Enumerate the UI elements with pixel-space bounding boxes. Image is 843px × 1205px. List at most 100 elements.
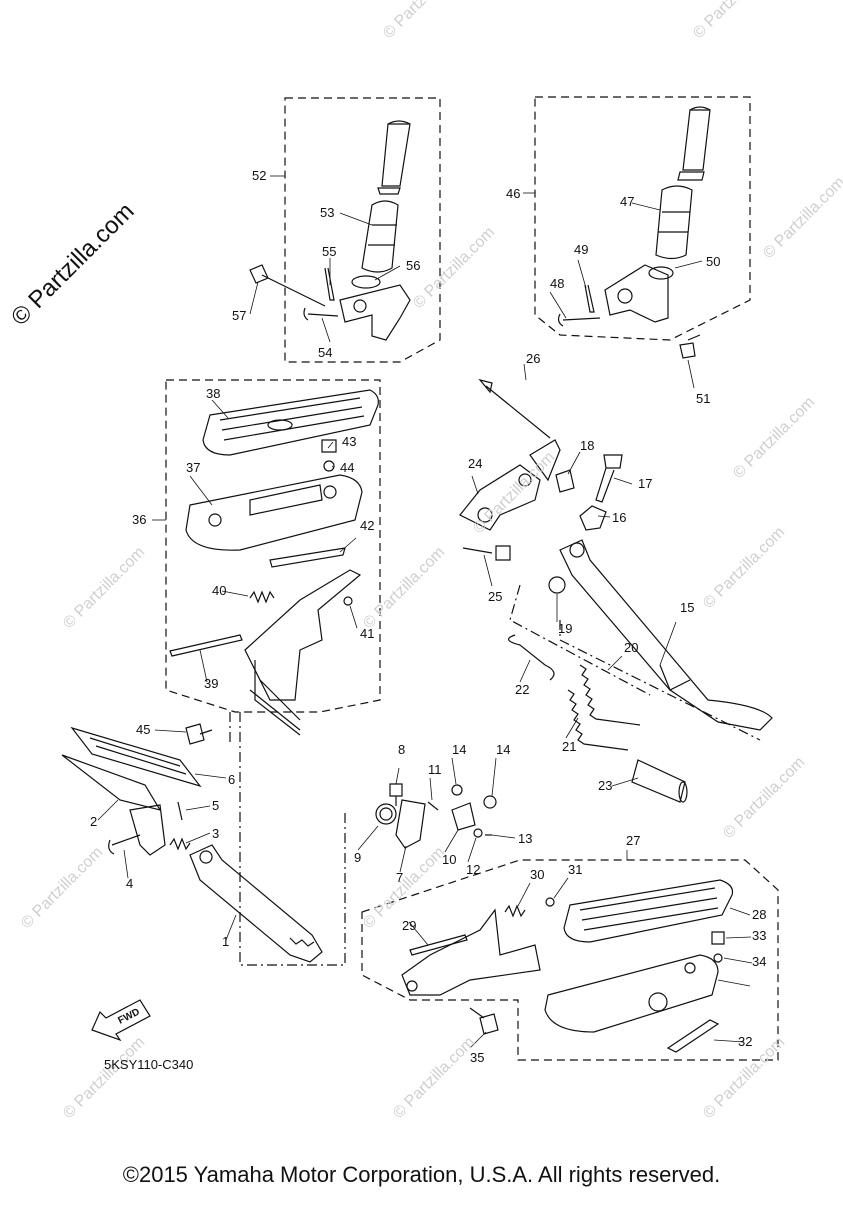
callout-29: 29 (402, 918, 416, 933)
callout-23: 23 (598, 778, 612, 793)
bracket-7 (395, 799, 426, 849)
board-28 (544, 954, 719, 1033)
callout-53: 53 (320, 205, 334, 220)
spring-3 (169, 837, 191, 851)
copyright-notice: ©2015 Yamaha Motor Corporation, U.S.A. A… (122, 1162, 721, 1187)
callout-44: 44 (340, 460, 354, 475)
bolt-11 (427, 801, 439, 811)
callout-8: 8 (398, 742, 405, 757)
bolt-58 (249, 264, 326, 307)
pad-29 (563, 879, 734, 943)
fwd-label: FWD (116, 1007, 141, 1027)
bracket-2 (129, 804, 166, 856)
callout-42: 42 (360, 518, 374, 533)
callout-49: 49 (574, 242, 588, 257)
callout-35: 35 (470, 1050, 484, 1065)
nut-14a (451, 784, 463, 796)
callout-16: 16 (612, 510, 626, 525)
bolt-17 (595, 454, 623, 503)
callout-43: 43 (342, 434, 356, 449)
spring-21 (567, 689, 629, 751)
callout-52: 52 (252, 168, 266, 183)
callout-10: 10 (442, 852, 456, 867)
spring-9 (375, 803, 397, 825)
callout-41: 41 (360, 626, 374, 641)
callout-21: 21 (562, 739, 576, 754)
stay-43 (269, 547, 346, 568)
bolt-8 (389, 783, 403, 806)
bracket-27 (401, 908, 541, 996)
spring-20 (579, 664, 641, 726)
sidestand-15 (559, 539, 773, 731)
callout-17: 17 (638, 476, 652, 491)
callout-6: 6 (228, 772, 235, 787)
bracket-10 (451, 802, 476, 831)
callout-3: 3 (212, 826, 219, 841)
pin-4 (108, 834, 141, 855)
pin-5 (177, 801, 183, 821)
shaft-40 (169, 634, 243, 657)
nut-14b (483, 795, 497, 809)
bolt-26 (478, 378, 551, 439)
fwd-arrow (91, 999, 151, 1042)
callout-39: 39 (204, 676, 218, 691)
callout-33: 33 (752, 928, 766, 943)
screw-44 (321, 439, 337, 453)
bracket-24 (459, 439, 561, 531)
sidestand-leader (509, 584, 761, 741)
group-box-53 (284, 97, 441, 363)
callout-18: 18 (580, 438, 594, 453)
callout-55: 55 (322, 244, 336, 259)
bolt-25 (462, 545, 511, 561)
bolt-52 (679, 334, 701, 359)
plate-2 (61, 754, 162, 811)
callout-4: 4 (126, 876, 133, 891)
callout-45: 45 (136, 722, 150, 737)
callout-22: 22 (515, 682, 529, 697)
callout-25: 25 (488, 589, 502, 604)
bolt-36 (469, 1007, 499, 1035)
stay-33 (666, 1019, 720, 1053)
callout-14: 14 (452, 742, 466, 757)
callout-34: 34 (752, 954, 766, 969)
spring-31 (504, 904, 526, 918)
callout-31: 31 (568, 862, 582, 877)
callout-1: 1 (222, 934, 229, 949)
callout-5: 5 (212, 798, 219, 813)
washer-35 (713, 953, 723, 963)
ball-16 (579, 505, 607, 531)
callout-12: 12 (466, 862, 480, 877)
callout-24: 24 (468, 456, 482, 471)
washer-42 (343, 596, 353, 606)
callout-15: 15 (680, 600, 694, 615)
spring-22 (508, 634, 555, 681)
leader-lines (97, 175, 753, 1049)
group-box-47 (534, 96, 751, 341)
callout-57: 57 (232, 308, 246, 323)
callout-28: 28 (752, 907, 766, 922)
callout-36: 36 (132, 512, 146, 527)
callout-30: 30 (530, 867, 544, 882)
callout-27: 27 (626, 833, 640, 848)
callout-7: 7 (396, 870, 403, 885)
pin-49 (557, 313, 601, 327)
washer-32 (545, 897, 555, 907)
diagram-code: 5KSY110-C340 (104, 1057, 194, 1072)
grip-53 (339, 120, 411, 341)
shaft-30 (409, 934, 468, 956)
washer-45 (323, 460, 335, 472)
callout-46: 46 (506, 186, 520, 201)
callout-19: 19 (558, 621, 572, 636)
callout-56: 56 (406, 258, 420, 273)
callout-50: 50 (706, 254, 720, 269)
pad-39 (202, 389, 379, 456)
callout-38: 38 (206, 386, 220, 401)
callout-51: 51 (696, 391, 710, 406)
pin-55 (303, 307, 339, 321)
callout-13: 13 (518, 831, 532, 846)
cotter-50 (584, 284, 595, 313)
callout-40: 40 (212, 583, 226, 598)
callout-9: 9 (354, 850, 361, 865)
grip-47 (604, 106, 711, 323)
